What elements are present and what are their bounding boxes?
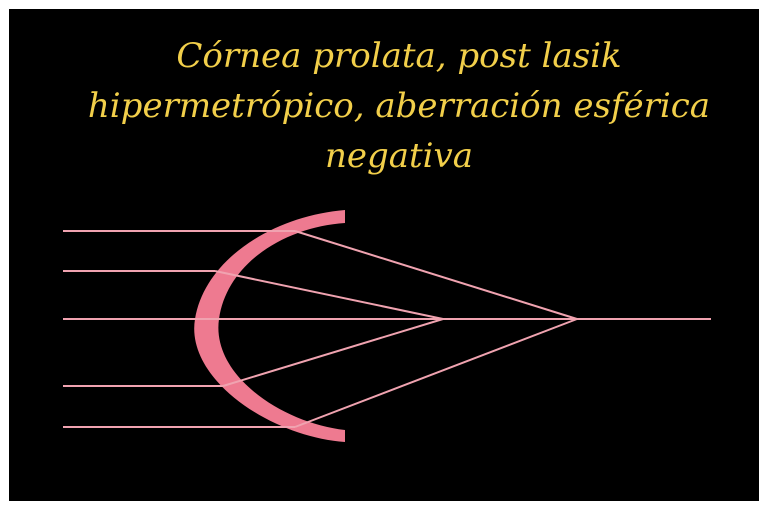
optics-diagram	[63, 210, 711, 442]
title-line-3: negativa	[324, 136, 474, 176]
cornea-lens	[194, 210, 345, 442]
slide: Córnea prolata, post lasik hipermetrópic…	[9, 9, 759, 501]
ray-refracted-peripheral-top	[294, 230, 578, 320]
ray-refracted-paraxial-bottom	[222, 318, 444, 387]
slide-title: Córnea prolata, post lasik hipermetrópic…	[49, 31, 749, 181]
ray-refracted-peripheral-bottom	[294, 318, 578, 428]
title-line-1: Córnea prolata, post lasik	[176, 36, 622, 76]
ray-refracted-paraxial-top	[214, 270, 444, 320]
title-line-2: hipermetrópico, aberración esférica	[87, 86, 711, 126]
